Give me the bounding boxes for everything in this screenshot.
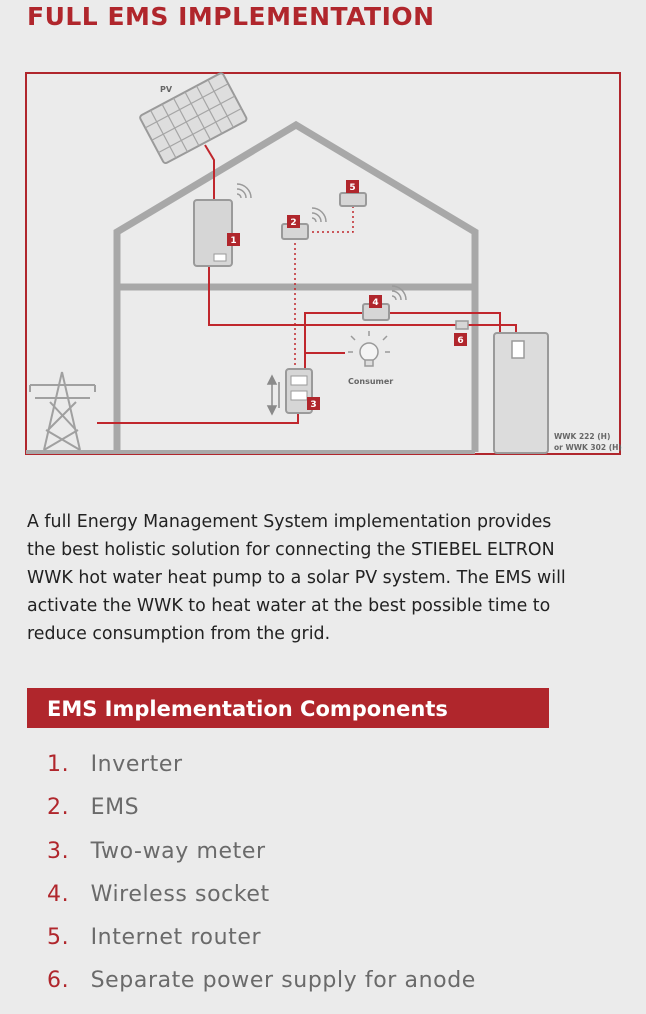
- item-number: 5.: [47, 925, 70, 951]
- item-label: Internet router: [90, 925, 262, 951]
- power-wiring: [97, 144, 517, 424]
- house-outline: [26, 120, 479, 454]
- item-number: 4.: [47, 881, 70, 907]
- page-title: FULL EMS IMPLEMENTATION: [27, 2, 435, 31]
- item-number: 2.: [47, 795, 70, 821]
- list-item: 6. Separate power supply for anode: [47, 959, 476, 1002]
- ems-diagram: PV: [25, 72, 622, 455]
- two-way-meter-icon: [285, 368, 313, 414]
- svg-text:6: 6: [457, 336, 463, 346]
- section-title: EMS Implementation Components: [47, 697, 448, 721]
- badge-2: 2: [287, 215, 300, 228]
- section-header: EMS Implementation Components: [27, 688, 549, 728]
- power-pylon-icon: [29, 371, 96, 451]
- item-number: 3.: [47, 838, 70, 864]
- anode-supply-icon: [455, 320, 469, 330]
- badge-3: 3: [307, 397, 320, 410]
- intro-paragraph: A full Energy Management System implemen…: [27, 512, 566, 644]
- badge-4: 4: [369, 295, 382, 308]
- list-item: 2. EMS: [47, 786, 476, 829]
- list-item: 1. Inverter: [47, 743, 476, 786]
- bidirectional-arrow-icon: [266, 374, 280, 416]
- svg-text:2: 2: [290, 218, 296, 228]
- light-bulb-icon: [348, 331, 390, 367]
- consumer-label: Consumer: [348, 377, 393, 386]
- list-item: 4. Wireless socket: [47, 873, 476, 916]
- pv-panel-icon: [139, 72, 248, 165]
- data-links: [294, 207, 354, 370]
- tank-label-line2: or WWK 302 (H): [554, 443, 622, 452]
- tank-label-line1: WWK 222 (H): [554, 432, 610, 441]
- item-number: 6.: [47, 968, 70, 994]
- item-label: Two-way meter: [90, 838, 266, 864]
- item-label: Wireless socket: [90, 881, 270, 907]
- badge-6: 6: [454, 333, 467, 346]
- svg-text:1: 1: [230, 236, 236, 246]
- inverter-icon: [193, 183, 252, 267]
- item-label: EMS: [90, 795, 140, 821]
- badge-1: 1: [227, 233, 240, 246]
- components-list: 1. Inverter 2. EMS 3. Two-way meter 4. W…: [47, 743, 476, 1003]
- heat-pump-tank-icon: [493, 332, 549, 454]
- router-icon: [339, 192, 367, 207]
- svg-text:4: 4: [372, 298, 378, 308]
- list-item: 3. Two-way meter: [47, 830, 476, 873]
- item-label: Separate power supply for anode: [90, 968, 476, 994]
- item-number: 1.: [47, 752, 70, 777]
- pv-label: PV: [160, 85, 173, 94]
- svg-text:3: 3: [310, 400, 316, 410]
- badge-5: 5: [346, 180, 359, 193]
- item-label: Inverter: [90, 752, 183, 777]
- list-item: 5. Internet router: [47, 916, 476, 959]
- svg-text:5: 5: [349, 183, 355, 193]
